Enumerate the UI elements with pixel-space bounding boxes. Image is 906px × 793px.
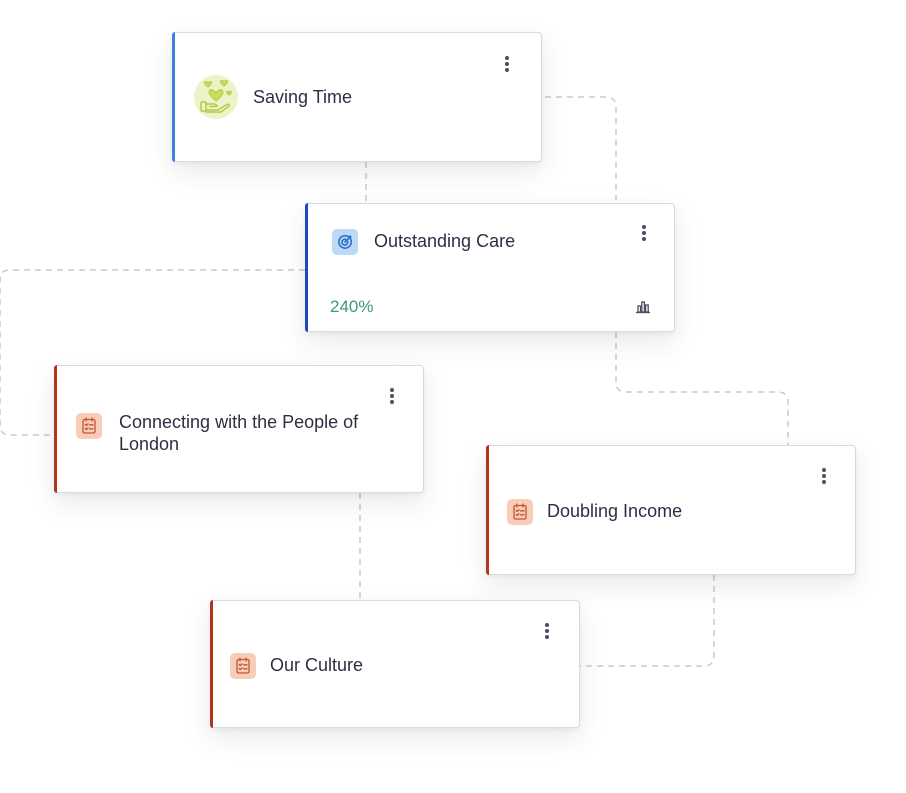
node-card-outstanding-care[interactable]: Outstanding Care 240% [305,203,675,332]
card-accent-bar [54,365,57,493]
node-title: Outstanding Care [374,231,516,251]
more-vertical-icon[interactable] [500,53,514,75]
target-icon [332,229,358,255]
connector-care-to-london [0,269,305,436]
node-card-saving-time[interactable]: Saving Time [172,32,542,162]
node-title: Connecting with the People of London [119,412,359,454]
card-accent-bar [486,445,489,575]
checklist-icon [507,499,533,525]
node-title: Doubling Income [547,501,683,521]
connector-income-to-culture [580,575,715,667]
checklist-icon [76,413,102,439]
more-vertical-icon[interactable] [540,620,554,642]
more-vertical-icon[interactable] [817,465,831,487]
more-vertical-icon[interactable] [637,222,651,244]
connector-saving-right [545,96,617,200]
checklist-icon [230,653,256,679]
card-accent-bar [210,600,213,728]
hand-hearts-icon [194,75,238,119]
bar-chart-icon[interactable] [635,300,651,314]
card-accent-bar [305,203,308,332]
node-card-connecting-london[interactable]: Connecting with the People of London [54,365,424,493]
card-accent-bar [172,32,175,162]
connector-care-to-income [615,332,789,445]
node-card-our-culture[interactable]: Our Culture [210,600,580,728]
metric-value: 240% [330,297,374,316]
node-title: Saving Time [253,87,353,107]
more-vertical-icon[interactable] [385,385,399,407]
node-card-doubling-income[interactable]: Doubling Income [486,445,856,575]
node-title: Our Culture [270,655,364,675]
